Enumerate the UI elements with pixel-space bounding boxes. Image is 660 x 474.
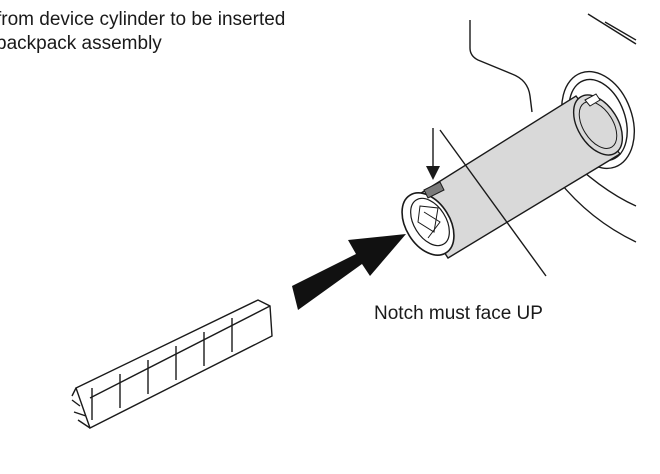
insert-strip — [71, 299, 273, 429]
insertion-arrow — [292, 234, 406, 310]
instruction-line-1: from device cylinder to be inserted — [0, 9, 286, 30]
instruction-line-2: backpack assembly — [0, 33, 162, 54]
cylinder-notch — [423, 181, 445, 199]
cylinder-front-end — [401, 181, 455, 256]
notch-pointer-arrow — [426, 128, 440, 180]
notch-callout-label: Notch must face UP — [374, 303, 543, 324]
callout-leader-line — [439, 129, 547, 277]
